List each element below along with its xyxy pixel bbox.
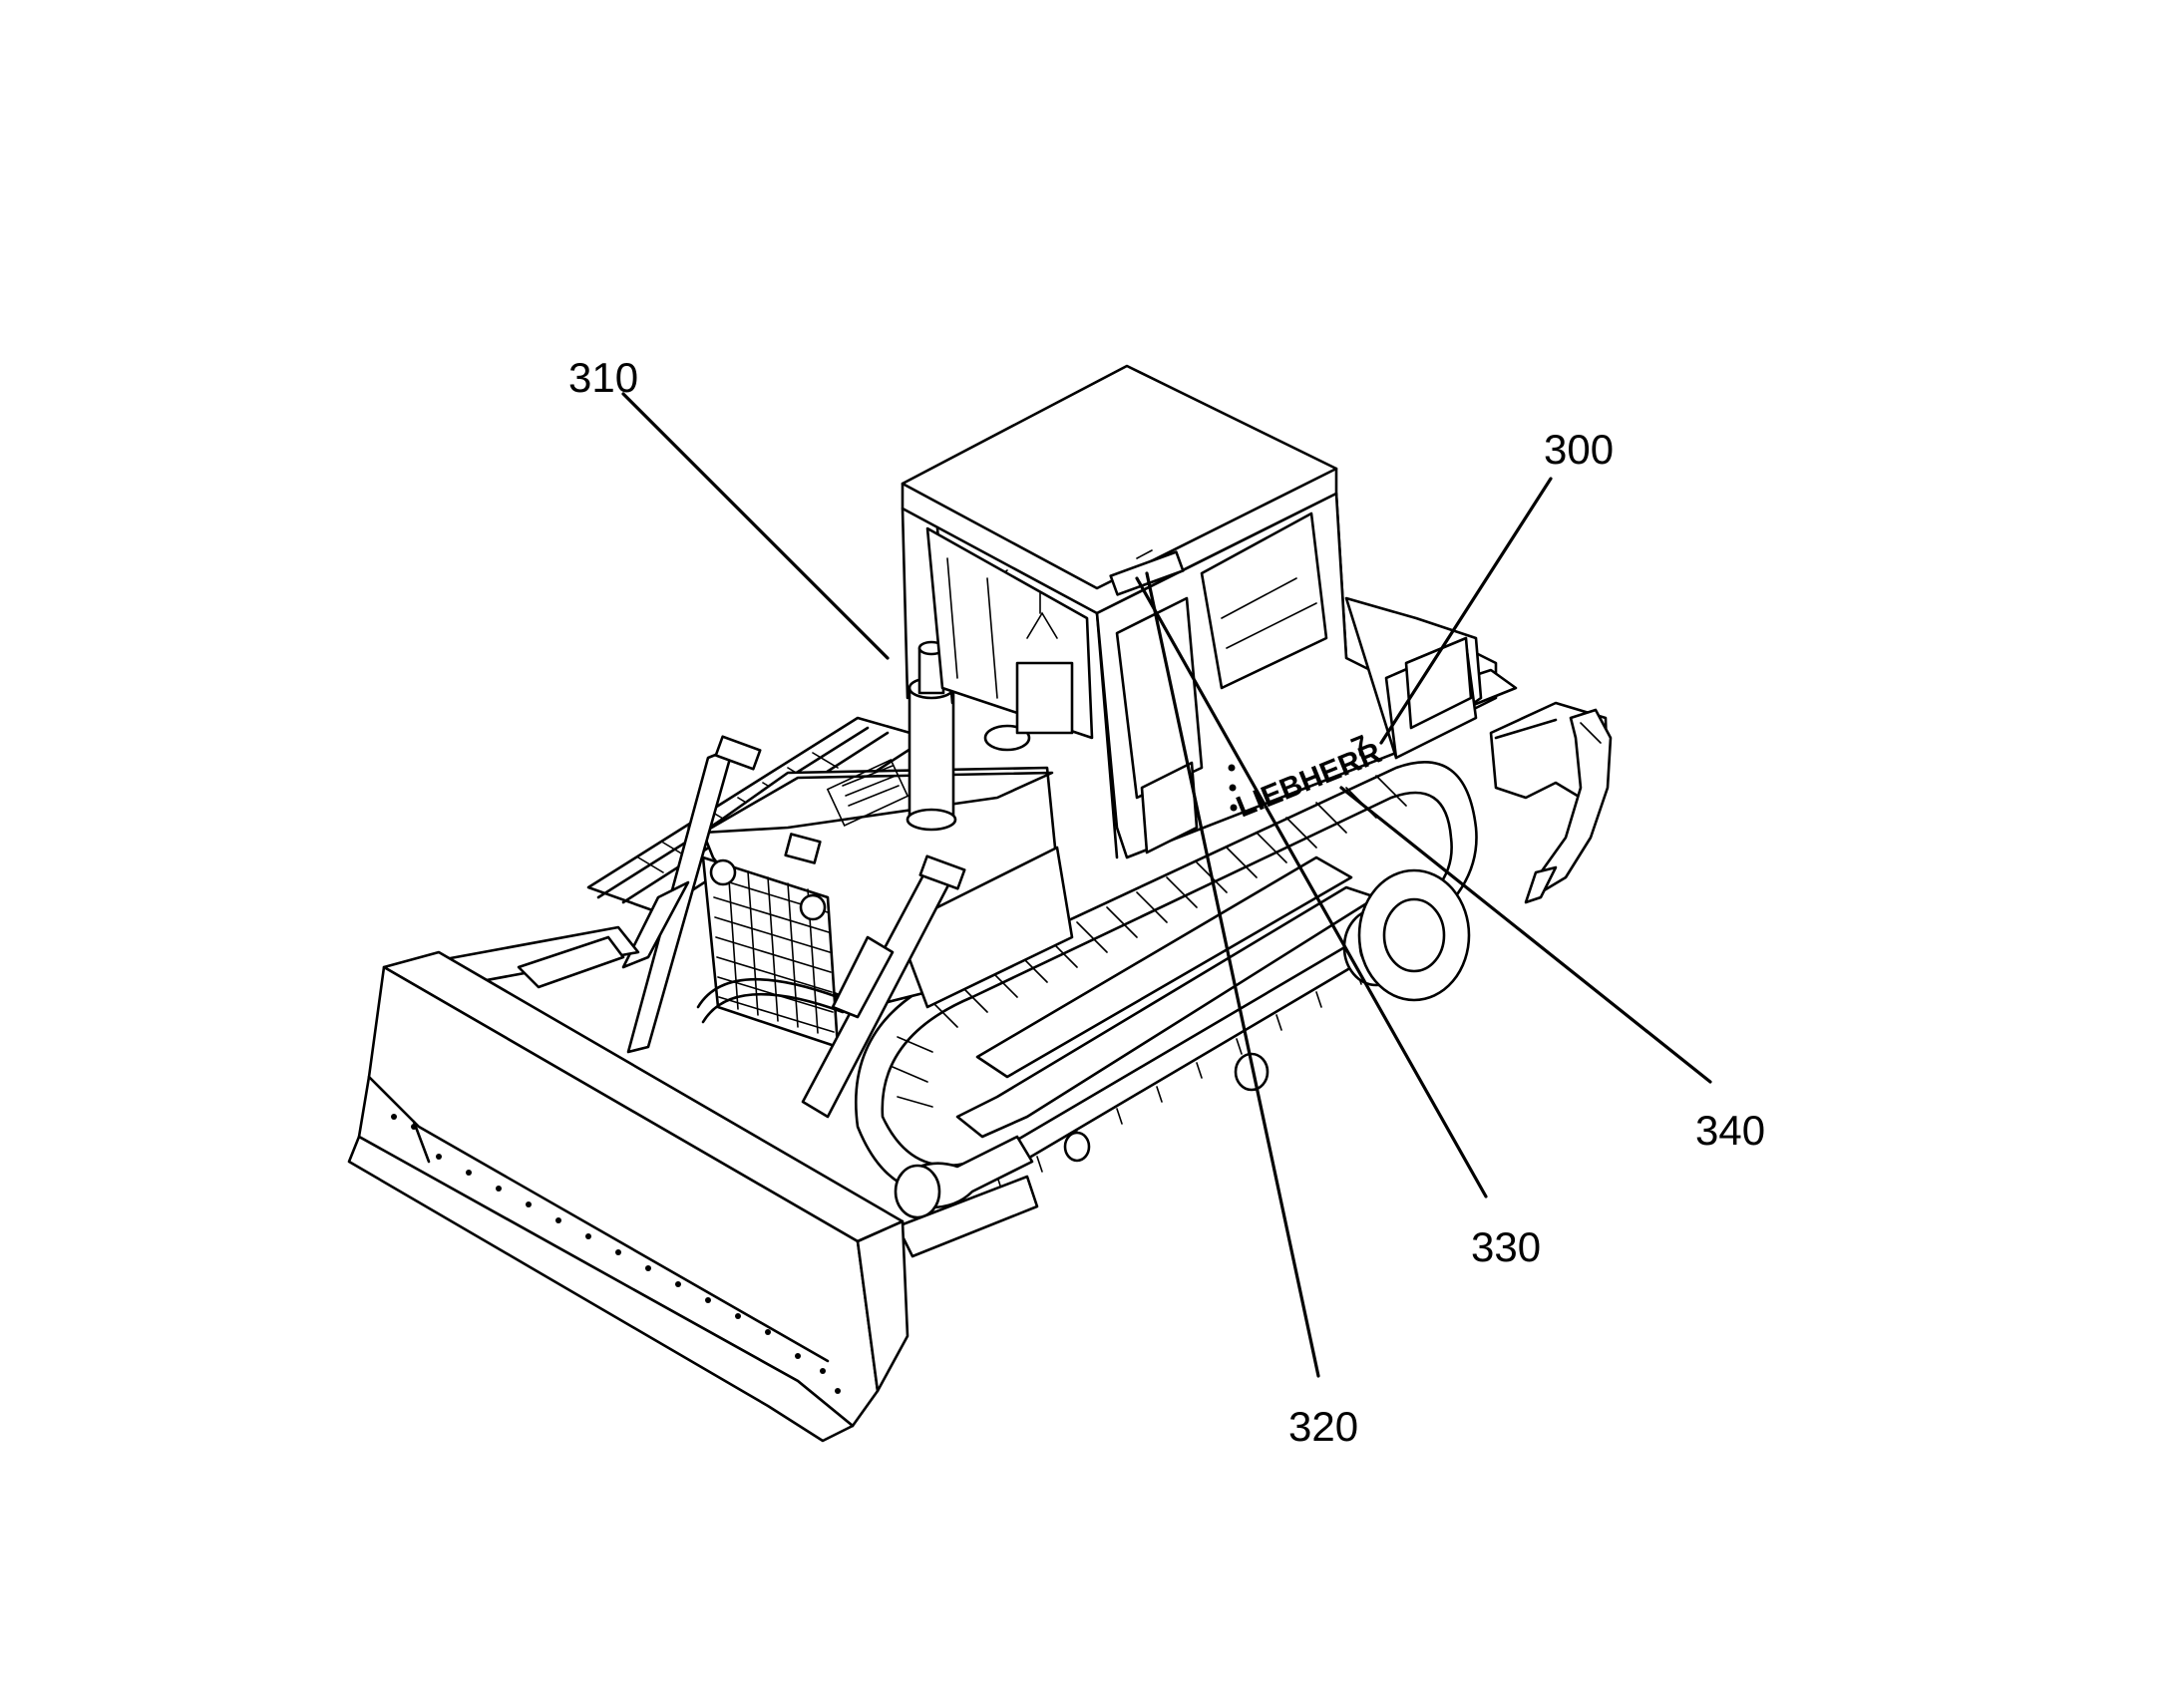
- leader-310: [621, 392, 890, 660]
- label-320: 320: [1288, 1403, 1358, 1450]
- leader-330: [1135, 576, 1488, 1198]
- label-310: 310: [568, 354, 638, 401]
- dozer-blade: [347, 950, 909, 1443]
- leader-lines: [621, 392, 1712, 1378]
- push-arms: [427, 925, 1039, 1258]
- leader-320: [1145, 571, 1320, 1378]
- near-track: [855, 761, 1478, 1219]
- blade-bolts: [391, 1114, 841, 1394]
- operator-cab: LIEBHERR 7: [901, 364, 1483, 859]
- leader-300: [1379, 477, 1553, 745]
- label-330: 330: [1471, 1223, 1541, 1270]
- leader-340: [1339, 786, 1712, 1084]
- reference-numerals: 310 300 340 330 320: [568, 354, 1765, 1450]
- blade-lift-cylinders: [621, 735, 966, 1119]
- label-300: 300: [1544, 426, 1614, 473]
- label-340: 340: [1695, 1107, 1765, 1154]
